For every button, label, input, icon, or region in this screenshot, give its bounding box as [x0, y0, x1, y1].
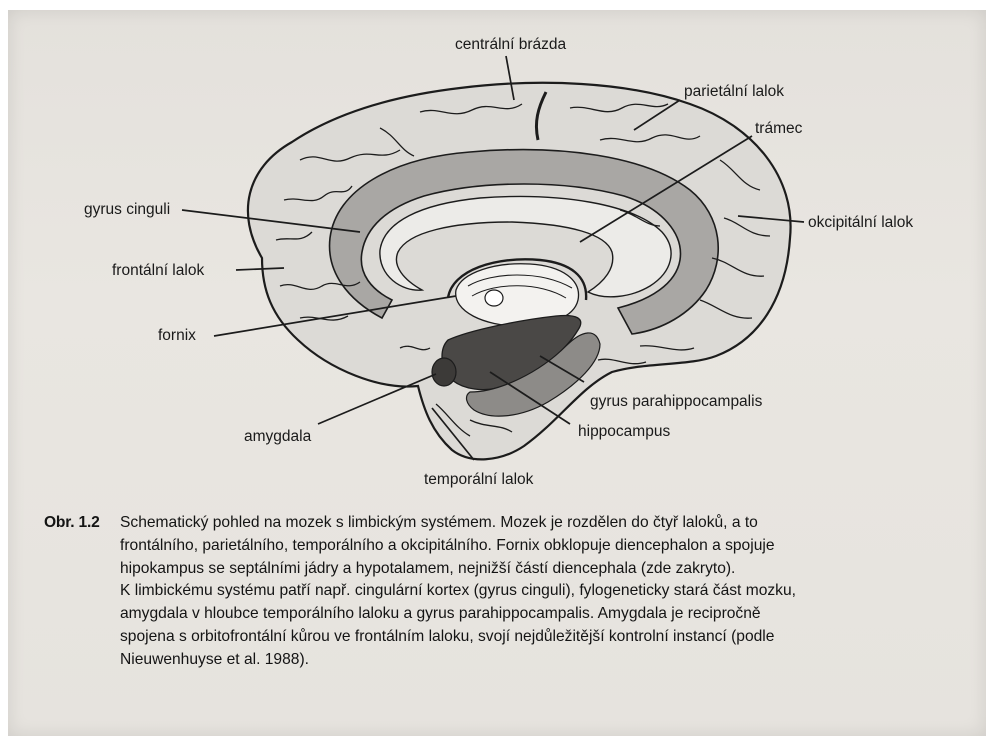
caption-line: spojena s orbitofrontální kůrou ve front… [120, 626, 980, 649]
caption-line: K limbickému systému patří např. cingulá… [120, 580, 980, 603]
label-occipital-lobe: okcipitální lalok [808, 214, 913, 231]
label-fornix: fornix [158, 327, 196, 344]
caption-text: Schematický pohled na mozek s limbickým … [120, 512, 980, 672]
amygdala-shape [432, 358, 456, 386]
caption-line: amygdala v hloubce temporálního laloku a… [120, 603, 980, 626]
thalamus-nucleus [485, 290, 503, 306]
caption-number: Obr. 1.2 [44, 512, 122, 535]
label-corpus-callosum: trámec [755, 120, 803, 137]
label-cingulate-gyrus: gyrus cinguli [84, 201, 170, 218]
brain-diagram: centrální brázda parietální lalok trámec… [0, 0, 993, 500]
label-frontal-lobe: frontální lalok [112, 262, 204, 279]
caption-line: hipokampus se septálními jádry a hypotal… [120, 558, 980, 581]
label-central-sulcus: centrální brázda [455, 36, 567, 53]
label-parahippocampal-gyrus: gyrus parahippocampalis [590, 393, 763, 410]
caption-line: Schematický pohled na mozek s limbickým … [120, 512, 980, 535]
caption-line: Nieuwenhuyse et al. 1988). [120, 649, 980, 672]
label-amygdala: amygdala [244, 428, 312, 445]
label-parietal-lobe: parietální lalok [684, 83, 784, 100]
label-hippocampus: hippocampus [578, 423, 670, 440]
label-temporal-lobe: temporální lalok [424, 471, 534, 488]
caption-line: frontálního, parietálního, temporálního … [120, 535, 980, 558]
